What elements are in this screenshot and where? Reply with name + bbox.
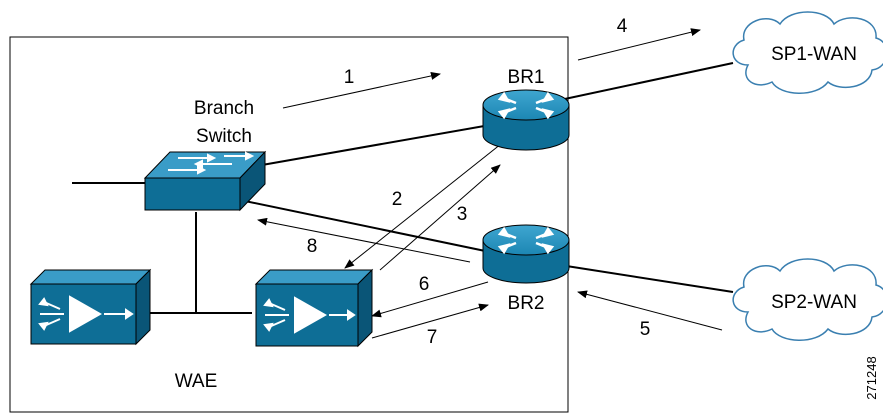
flow-arrow-1 (282, 71, 441, 109)
link-br2-sp2 (559, 264, 734, 293)
cloud-sp1-icon (732, 11, 883, 94)
figure-id: 271248 (864, 356, 879, 399)
flow-step-7: 7 (427, 327, 438, 348)
flow-arrow-4 (577, 28, 701, 61)
connection-lines (72, 62, 734, 314)
branch-switch-label-line2: Switch (196, 126, 252, 147)
flow-step-1: 1 (344, 67, 355, 88)
flow-arrow-5 (577, 290, 723, 331)
wae-left-icon (29, 268, 152, 346)
flow-step-3: 3 (457, 204, 468, 225)
branch-switch-icon (143, 150, 267, 212)
sp1-wan-label: SP1-WAN (771, 44, 857, 65)
flow-arrow-3 (379, 164, 501, 271)
sp2-wan-label: SP2-WAN (771, 292, 857, 313)
router-br2-icon (482, 224, 570, 284)
flow-arrow-2 (344, 139, 507, 269)
branch-switch-label-line1: Branch (194, 98, 254, 119)
flow-arrows (257, 28, 723, 339)
link-switch-br1 (261, 124, 491, 166)
flow-arrow-8 (257, 217, 471, 263)
br1-label: BR1 (508, 67, 545, 88)
flow-step-6: 6 (419, 274, 430, 295)
link-switch-br2 (239, 199, 491, 253)
br2-label: BR2 (508, 293, 545, 314)
flow-step-8: 8 (307, 236, 318, 257)
router-br1-icon (482, 89, 570, 151)
cloud-sp2-icon (732, 258, 883, 341)
flow-step-5: 5 (640, 319, 651, 340)
link-br1-sp1 (559, 62, 734, 101)
wae-right-icon (254, 268, 374, 348)
branch-boundary (9, 36, 569, 413)
flow-arrow-7 (371, 303, 489, 339)
flow-step-2: 2 (392, 189, 403, 210)
flow-arrow-6 (371, 281, 489, 318)
wae-label: WAE (175, 371, 218, 392)
flow-step-4: 4 (617, 16, 628, 37)
